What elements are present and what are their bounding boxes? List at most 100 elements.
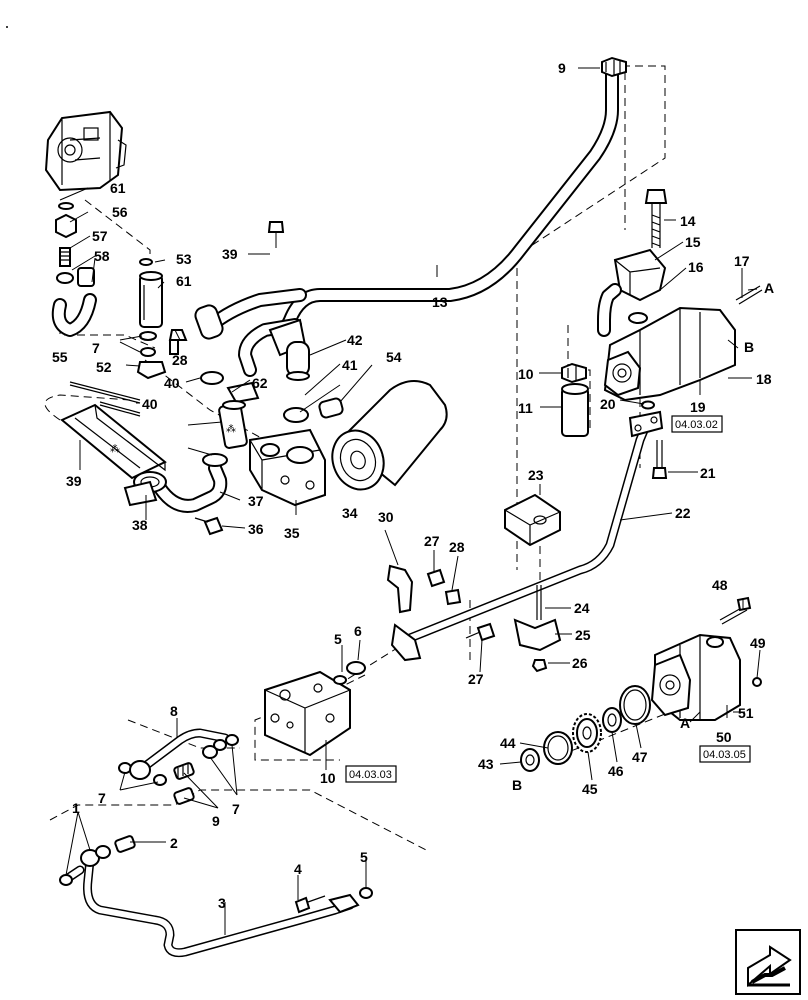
svg-text:⁂: ⁂ (110, 444, 120, 455)
label-57: 61 (176, 273, 192, 289)
valve-block-10 (264, 661, 366, 757)
clamp-23 (504, 493, 561, 547)
label-18: 18 (756, 371, 772, 387)
label-24: 24 (574, 600, 590, 616)
ring-42 (543, 731, 573, 765)
label-4: 4 (294, 861, 302, 877)
label-11-top: 9 (558, 60, 566, 76)
spin-on-filter-31 (331, 380, 448, 491)
label-36: 39 (66, 473, 82, 489)
bolt-33 (194, 516, 224, 536)
small-parts-7-50 (136, 329, 188, 380)
label-7-left: 7 (92, 340, 100, 356)
mark-A-top: A (764, 280, 774, 296)
mark-B-top: B (744, 339, 754, 355)
pipe-8 (135, 728, 230, 775)
ref-040302[interactable]: 04.03.02 (675, 419, 718, 431)
label-54: 56 (112, 204, 128, 220)
gear-43 (572, 713, 602, 753)
manifold-block-32 (249, 428, 326, 507)
label-51: 53 (176, 251, 192, 267)
label-22: 22 (675, 505, 691, 521)
label-55: 57 (92, 228, 108, 244)
label-28-right: 28 (449, 539, 465, 555)
elbow-block-15 (597, 248, 667, 337)
ref-040303[interactable]: 04.03.03 (349, 769, 392, 781)
label-6: 6 (354, 623, 362, 639)
nut-26 (531, 659, 548, 673)
bracket-25 (513, 618, 562, 652)
label-39-left: 40 (164, 375, 180, 391)
label-13: 13 (432, 294, 448, 310)
bolt-27-28 (426, 568, 496, 642)
flange-lower-22 (390, 623, 422, 662)
flange-22 (628, 410, 664, 438)
top-pump (44, 110, 127, 192)
label-38: 40 (142, 396, 158, 412)
label-16: 16 (688, 259, 704, 275)
label-34: 37 (248, 493, 264, 509)
label-48: 50 (716, 729, 732, 745)
fittings-1-2 (59, 835, 136, 886)
label-40: 42 (347, 332, 363, 348)
label-61-top: 62 (252, 375, 268, 391)
bolt-14 (644, 189, 668, 248)
label-12: 11 (518, 400, 533, 416)
label-39-right: 41 (342, 357, 358, 373)
label-23: 23 (528, 467, 544, 483)
section-refs: 04.03.02 04.03.03 04.03.05 (345, 415, 751, 783)
elbow-hoses (194, 221, 344, 423)
pipe-22 (400, 423, 650, 645)
label-15: 15 (685, 234, 701, 250)
label-45: 47 (632, 749, 648, 765)
bolt-4-5 (294, 887, 373, 914)
bracket-30 (386, 564, 414, 614)
label-37: 39 (222, 246, 238, 262)
label-9: 9 (212, 813, 220, 829)
fittings-7-9 (118, 734, 239, 805)
nut-11-top (601, 56, 627, 78)
label-11-right: 10 (518, 366, 534, 382)
label-21: 21 (700, 465, 716, 481)
label-46: 48 (712, 577, 728, 593)
label-30: 30 (378, 509, 394, 525)
oring-20 (641, 400, 655, 410)
sleeve-62: ⁂ (218, 400, 248, 449)
label-5-bottom: 5 (360, 849, 368, 865)
leader-lines (59, 67, 761, 935)
filter-element-57 (139, 258, 163, 328)
label-19: 19 (690, 399, 706, 415)
ref-box-040305 (699, 745, 751, 763)
label-17: 17 (734, 253, 750, 269)
label-10: 10 (320, 770, 336, 786)
pipe-13 (205, 63, 619, 337)
stray-dot (6, 26, 8, 28)
label-42: 44 (500, 735, 516, 751)
label-35: 38 (132, 517, 148, 533)
label-27-top: 27 (424, 533, 440, 549)
label-3: 3 (218, 895, 226, 911)
oil-cooler-36: ⁂ (44, 394, 167, 507)
ref-040305[interactable]: 04.03.05 (703, 749, 746, 761)
tie-rods-38 (69, 381, 141, 417)
label-7-bottom-right: 7 (232, 801, 240, 817)
label-2: 2 (170, 835, 178, 851)
label-26: 26 (572, 655, 588, 671)
part-labels: 9 61 56 57 58 53 61 39 13 14 15 16 17 A … (52, 60, 774, 911)
ref-box-040302 (671, 415, 723, 433)
pump-18 (603, 306, 736, 402)
ref-box-040303 (345, 765, 397, 783)
label-33: 36 (248, 521, 264, 537)
arrow-icon[interactable] (735, 929, 801, 995)
label-43: 45 (582, 781, 598, 797)
label-41: 43 (478, 756, 494, 772)
label-7-bottom-left: 7 (98, 790, 106, 806)
fittings-column (51, 202, 97, 337)
sleeve-12 (561, 383, 589, 437)
label-5-mid: 5 (334, 631, 342, 647)
label-53: 55 (52, 349, 68, 365)
label-20: 20 (600, 396, 616, 412)
label-58: 61 (110, 180, 126, 196)
bearing-41 (520, 748, 540, 772)
